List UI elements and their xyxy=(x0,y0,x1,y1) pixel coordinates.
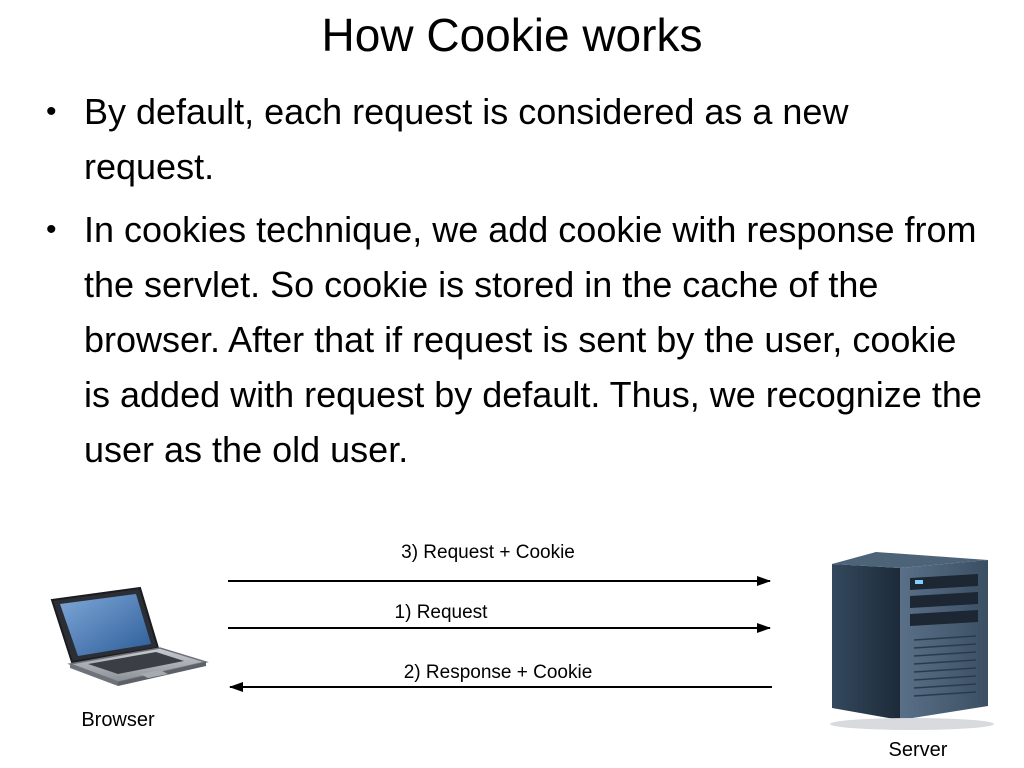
server-label: Server xyxy=(889,739,948,761)
arrow-label: 3) Request + Cookie xyxy=(401,542,575,563)
bullet-text: In cookies technique, we add cookie with… xyxy=(84,209,982,470)
bullet-list: • By default, each request is considered… xyxy=(46,84,986,485)
bullet-dot-icon: • xyxy=(46,95,57,128)
arrow-label: 1) Request xyxy=(395,602,489,623)
arrow-label: 2) Response + Cookie xyxy=(404,662,593,683)
arrow-request: 1) Request xyxy=(228,602,771,633)
slide-title: How Cookie works xyxy=(321,9,703,61)
cookie-flow-diagram: 3) Request + Cookie 1) Request 2) Respon… xyxy=(50,542,994,761)
laptop-icon xyxy=(50,586,209,686)
arrow-request-cookie: 3) Request + Cookie xyxy=(228,542,771,586)
bullet-dot-icon: • xyxy=(46,213,57,246)
server-tower-icon xyxy=(830,552,994,730)
browser-label: Browser xyxy=(81,709,155,731)
bullet-item: • In cookies technique, we add cookie wi… xyxy=(46,202,986,477)
bullet-item: • By default, each request is considered… xyxy=(46,84,986,194)
bullet-text: By default, each request is considered a… xyxy=(84,91,849,187)
arrow-response-cookie: 2) Response + Cookie xyxy=(229,662,772,692)
